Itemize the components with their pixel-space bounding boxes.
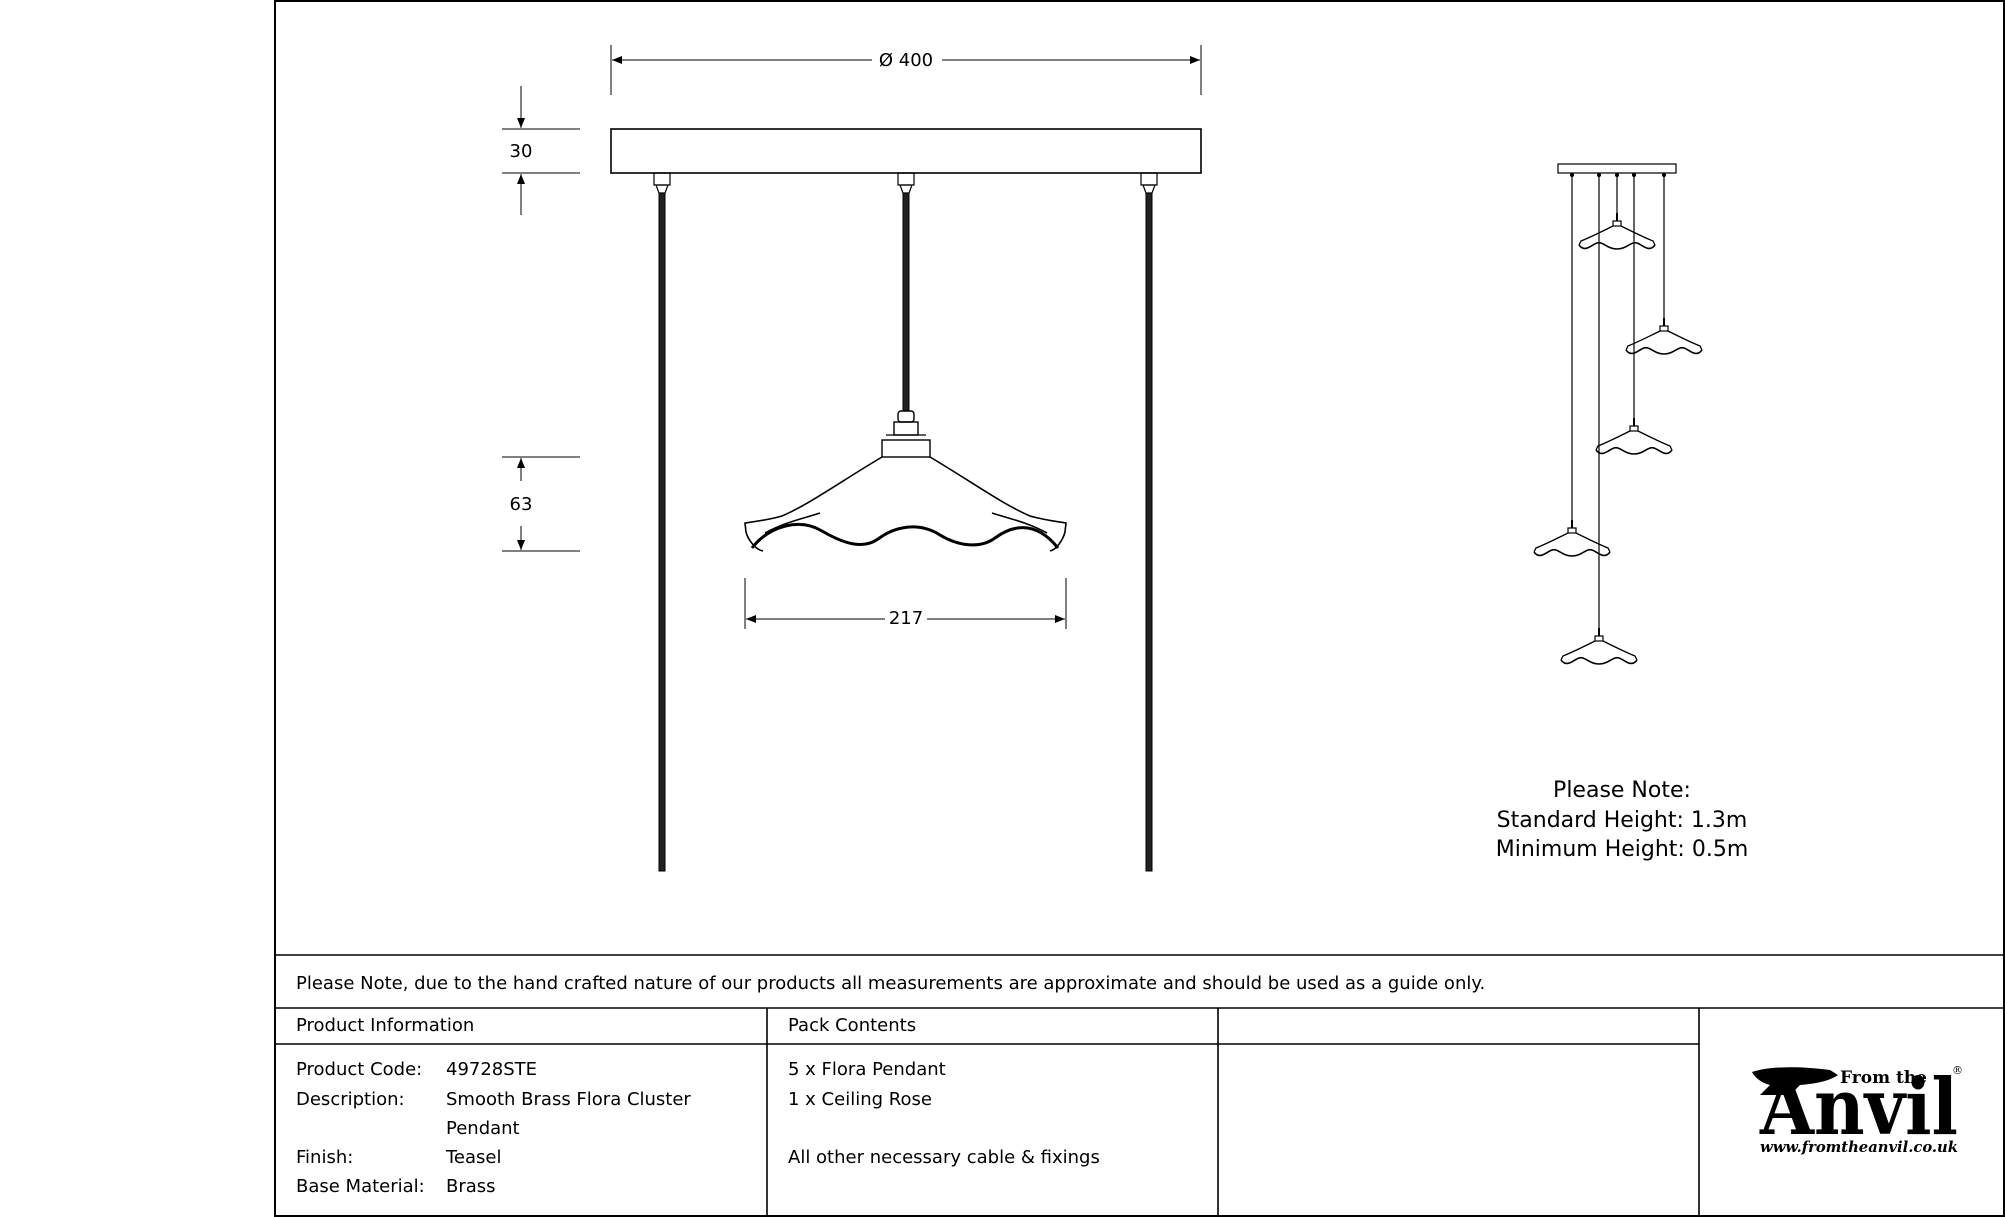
left-cable	[653, 172, 671, 872]
pack-item: 5 x Flora Pendant	[788, 1059, 946, 1080]
product-info-label: Finish:	[296, 1147, 353, 1168]
rose-height-dimension: 30	[502, 86, 580, 215]
diameter-label: Ø 400	[879, 50, 933, 71]
logo-name: Anvil	[1759, 1062, 1958, 1153]
product-info-header: Product Information	[296, 1015, 474, 1036]
from-the-anvil-logo: From the ® Anvil www.fromtheanvil.co.uk	[1752, 1062, 1963, 1156]
product-info-value: Smooth Brass Flora Cluster	[446, 1089, 691, 1110]
height-note: Please Note: Standard Height: 1.3m Minim…	[1496, 778, 1749, 862]
mini-pendant-3	[1595, 417, 1673, 455]
title-block: Please Note, due to the hand crafted nat…	[275, 954, 2004, 1216]
centre-pendant	[744, 172, 1067, 552]
shade-width-dimension: 217	[744, 578, 1067, 629]
product-info-label: Product Code:	[296, 1059, 422, 1080]
right-cable	[1140, 172, 1158, 872]
pack-contents-list: 5 x Flora Pendant 1 x Ceiling Rose All o…	[788, 1059, 1100, 1168]
product-info-value: Pendant	[446, 1118, 520, 1139]
product-info-label: Base Material:	[296, 1176, 425, 1197]
logo-from-the: From the	[1840, 1068, 1927, 1088]
ceiling-rose	[610, 128, 1202, 174]
cluster-thumbnail	[1533, 163, 1703, 665]
product-info-value: Teasel	[445, 1147, 502, 1168]
sheet-border	[274, 0, 2005, 1217]
logo-registered-mark: ®	[1952, 1064, 1963, 1077]
pack-contents-header: Pack Contents	[788, 1015, 916, 1036]
shade-height-label: 63	[510, 494, 533, 515]
disclaimer-text: Please Note, due to the hand crafted nat…	[296, 973, 1485, 994]
product-info-rows: Product Code: 49728STE Description: Smoo…	[296, 1059, 691, 1197]
anvil-icon	[1752, 1067, 1838, 1095]
rose-height-label: 30	[510, 141, 533, 162]
height-note-heading: Please Note:	[1553, 778, 1691, 803]
mini-pendant-2	[1625, 317, 1703, 355]
shade-width-label: 217	[889, 608, 923, 629]
pack-item: All other necessary cable & fixings	[788, 1147, 1100, 1168]
minimum-height-text: Minimum Height: 0.5m	[1496, 837, 1749, 862]
product-info-value: Brass	[446, 1176, 496, 1197]
logo-url: www.fromtheanvil.co.uk	[1760, 1138, 1958, 1156]
mini-pendant-5	[1560, 627, 1638, 665]
mini-pendant-1	[1578, 212, 1656, 250]
product-info-value: 49728STE	[446, 1059, 537, 1080]
pack-item: 1 x Ceiling Rose	[788, 1089, 932, 1110]
elevation-drawing: Ø 400 30	[502, 45, 1202, 872]
product-info-label: Description:	[296, 1089, 405, 1110]
diameter-dimension: Ø 400	[610, 45, 1202, 95]
standard-height-text: Standard Height: 1.3m	[1497, 808, 1748, 833]
shade-height-dimension: 63	[502, 456, 580, 552]
